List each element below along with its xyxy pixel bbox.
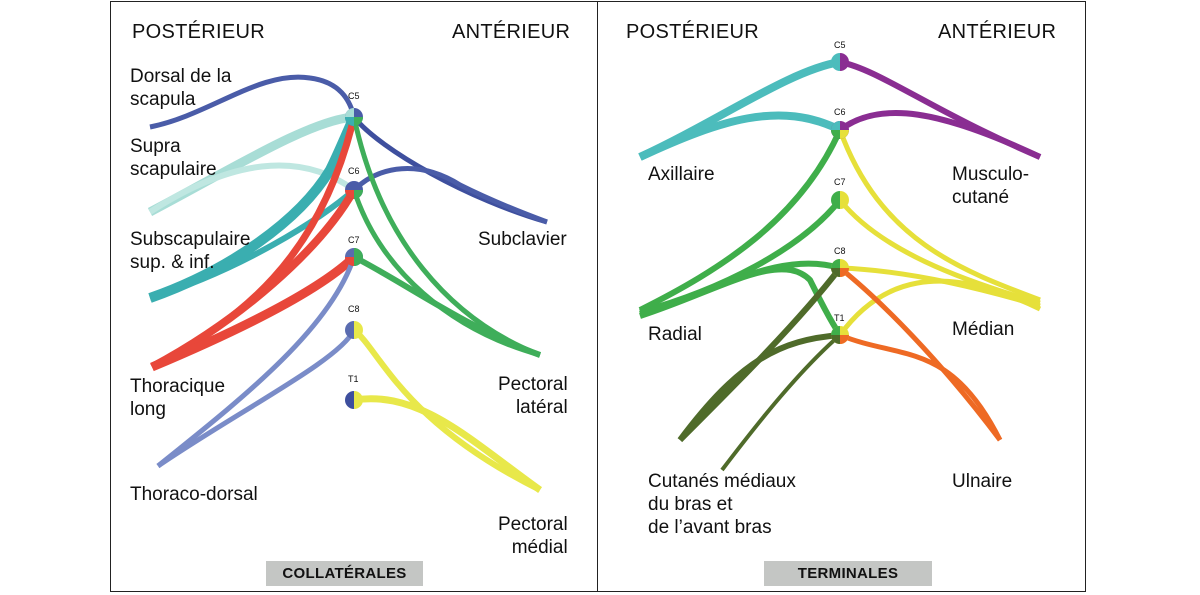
- root-c8-right: [831, 259, 849, 277]
- label-median: Médian: [952, 319, 1015, 340]
- root-label-c7-right: C7: [834, 177, 846, 187]
- root-c7-right: [831, 191, 849, 209]
- label-axillaire: Axillaire: [648, 164, 715, 185]
- root-label-c5-left: C5: [348, 91, 360, 101]
- label-radial: Radial: [648, 324, 702, 345]
- radial-nerve-t1: [639, 266, 843, 337]
- ulnaire-nerve: [838, 266, 1002, 442]
- dorsal-scapula-nerve: [149, 74, 357, 130]
- root-label-c5-right: C5: [834, 40, 846, 50]
- median-nerve-t1: [837, 278, 1042, 337]
- right-header-posterior: POSTÉRIEUR: [626, 21, 760, 43]
- label-pectoral-lateral: Pectoral latéral: [498, 374, 568, 418]
- terminales-badge: TERMINALES: [764, 561, 932, 586]
- label-thoracique-long: Thoracique long: [130, 376, 226, 420]
- root-t1-left: [345, 391, 363, 409]
- axillaire-nerve-c6: [638, 111, 842, 161]
- thoracique-long-nerve-c7: [150, 253, 358, 372]
- pectoral-lateral-nerve-c7: [352, 254, 542, 358]
- right-header-anterior: ANTÉRIEUR: [938, 21, 1057, 43]
- root-c5-right: [831, 53, 849, 71]
- left-header-posterior: POSTÉRIEUR: [132, 21, 266, 43]
- label-thoraco-dorsal: Thoraco-dorsal: [130, 484, 258, 505]
- root-t1-right: [831, 326, 849, 344]
- root-c6-left: [345, 181, 363, 199]
- terminales-panel: [597, 1, 1086, 592]
- subscapulaire-nerve-c6: [149, 187, 356, 301]
- musculo-cutane-nerve-c6: [838, 110, 1042, 160]
- root-label-c7-left: C7: [348, 235, 360, 245]
- thoraco-dorsal-nerve-c8: [156, 328, 357, 469]
- root-label-t1-left: T1: [348, 374, 359, 384]
- root-c5-left: [345, 108, 363, 126]
- median-nerve: [837, 129, 1041, 303]
- pectoral-medial-nerve: [352, 327, 542, 493]
- radial-nerve: [638, 128, 843, 313]
- label-musculo-cutane: Musculo- cutané: [952, 164, 1030, 208]
- label-cutanes-mediaux: Cutanés médiaux du bras et de l’avant br…: [648, 471, 796, 538]
- cutanes-mediaux-nerve: [677, 266, 843, 443]
- label-suprascapulaire: Supra scapulaire: [130, 136, 217, 180]
- subclavier-nerve-c6: [352, 166, 548, 225]
- root-label-c6-right: C6: [834, 107, 846, 117]
- collaterales-badge: COLLATÉRALES: [266, 561, 423, 586]
- thoraco-dorsal-nerve: [156, 256, 357, 468]
- root-label-c8-right: C8: [834, 246, 846, 256]
- root-label-c6-left: C6: [348, 166, 360, 176]
- root-c7-left: [345, 248, 363, 266]
- pectoral-medial-nerve-t1: [353, 395, 543, 493]
- label-dorsal-scapula: Dorsal de la scapula: [130, 66, 232, 110]
- root-label-c8-left: C8: [348, 304, 360, 314]
- ulnaire-nerve-t1: [839, 332, 1003, 442]
- root-c6-right: [831, 121, 849, 139]
- label-ulnaire: Ulnaire: [952, 471, 1013, 492]
- label-pectoral-medial: Pectoral médial: [498, 514, 568, 558]
- cutanes-mediaux-nerve-2: [720, 333, 842, 472]
- cutanes-mediaux-nerve-t1: [677, 332, 841, 442]
- label-subscapulaire: Subscapulaire sup. & inf.: [130, 229, 251, 273]
- root-c8-left: [345, 321, 363, 339]
- label-subclavier: Subclavier: [478, 229, 567, 250]
- left-header-anterior: ANTÉRIEUR: [452, 21, 571, 43]
- root-label-t1-right: T1: [834, 313, 845, 323]
